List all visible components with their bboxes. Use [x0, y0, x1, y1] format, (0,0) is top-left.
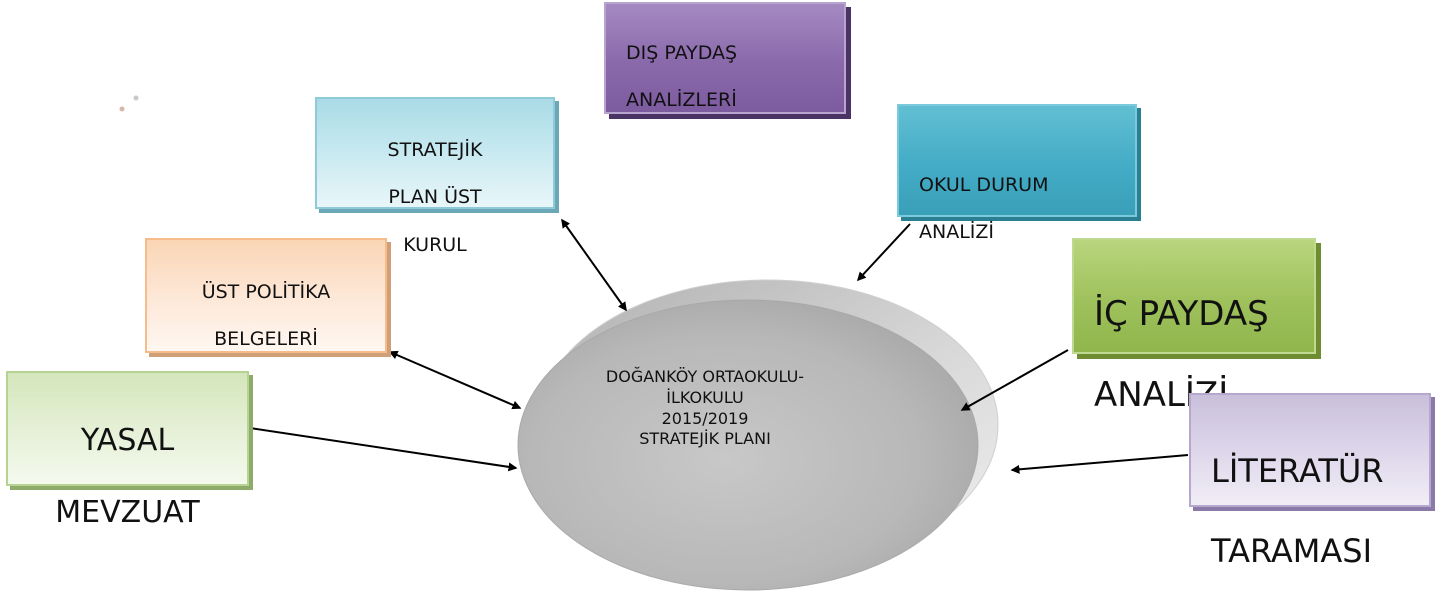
- center-title-line: DOĞANKÖY ORTAOKULU-: [605, 367, 805, 386]
- arrow-literatur: [1010, 454, 1189, 474]
- box-label-line: YASAL: [80, 423, 175, 458]
- connector-arrows: [249, 218, 1189, 474]
- box-label-line: ANALİZLERİ: [626, 89, 737, 112]
- box-yasal-mevzuat: YASAL MEVZUAT: [6, 371, 249, 530]
- center-title-line: STRATEJİK PLANI: [639, 429, 771, 449]
- box-stratejik-plan-ust-kurul: STRATEJİK PLAN ÜST KURUL: [315, 97, 555, 256]
- box-ust-politika-belgeleri: ÜST POLİTİKA BELGELERİ: [145, 238, 387, 353]
- arrow-ust-politika: [388, 350, 522, 410]
- box-label-line: STRATEJİK: [387, 138, 483, 161]
- box-label-line: PLAN ÜST: [388, 186, 482, 209]
- box-ic-paydas-analizi: İÇ PAYDAŞ ANALİZİ: [1072, 238, 1316, 415]
- box-label-line: KURUL: [403, 233, 467, 256]
- box-label-line: BELGELERİ: [214, 328, 318, 351]
- box-label-line: MEVZUAT: [55, 495, 200, 530]
- box-okul-durum-analizi: OKUL DURUM ANALİZİ: [897, 104, 1137, 243]
- diagram-canvas: [249, 218, 1189, 591]
- arrow-yasal-mevzuat: [249, 427, 518, 472]
- box-dis-paydas-analizleri: DIŞ PAYDAŞ ANALİZLERİ: [604, 2, 846, 114]
- arrow-okul-durum: [856, 223, 911, 282]
- center-title: DOĞANKÖY ORTAOKULU- İLKOKULU 2015/2019 S…: [575, 367, 835, 450]
- arrow-ic-paydas: [960, 349, 1069, 411]
- box-label-line: OKUL DURUM: [919, 173, 1049, 196]
- box-label-line: ANALİZİ: [919, 221, 995, 244]
- box-literatur-taramasi: LİTERATÜR TARAMASI: [1189, 393, 1431, 570]
- center-title-line: 2015/2019: [661, 408, 749, 428]
- decorative-mark-icon: [119, 95, 139, 112]
- center-ellipse: [517, 279, 999, 591]
- box-label-line: TARAMASI: [1211, 532, 1373, 570]
- box-label-line: ÜST POLİTİKA: [201, 280, 331, 303]
- arrow-stratejik-kurul: [561, 218, 627, 312]
- box-label-line: LİTERATÜR: [1211, 452, 1384, 490]
- center-title-line: İLKOKULU: [666, 387, 744, 407]
- box-label-line: İÇ PAYDAŞ: [1094, 293, 1269, 334]
- box-label-line: DIŞ PAYDAŞ: [626, 41, 738, 64]
